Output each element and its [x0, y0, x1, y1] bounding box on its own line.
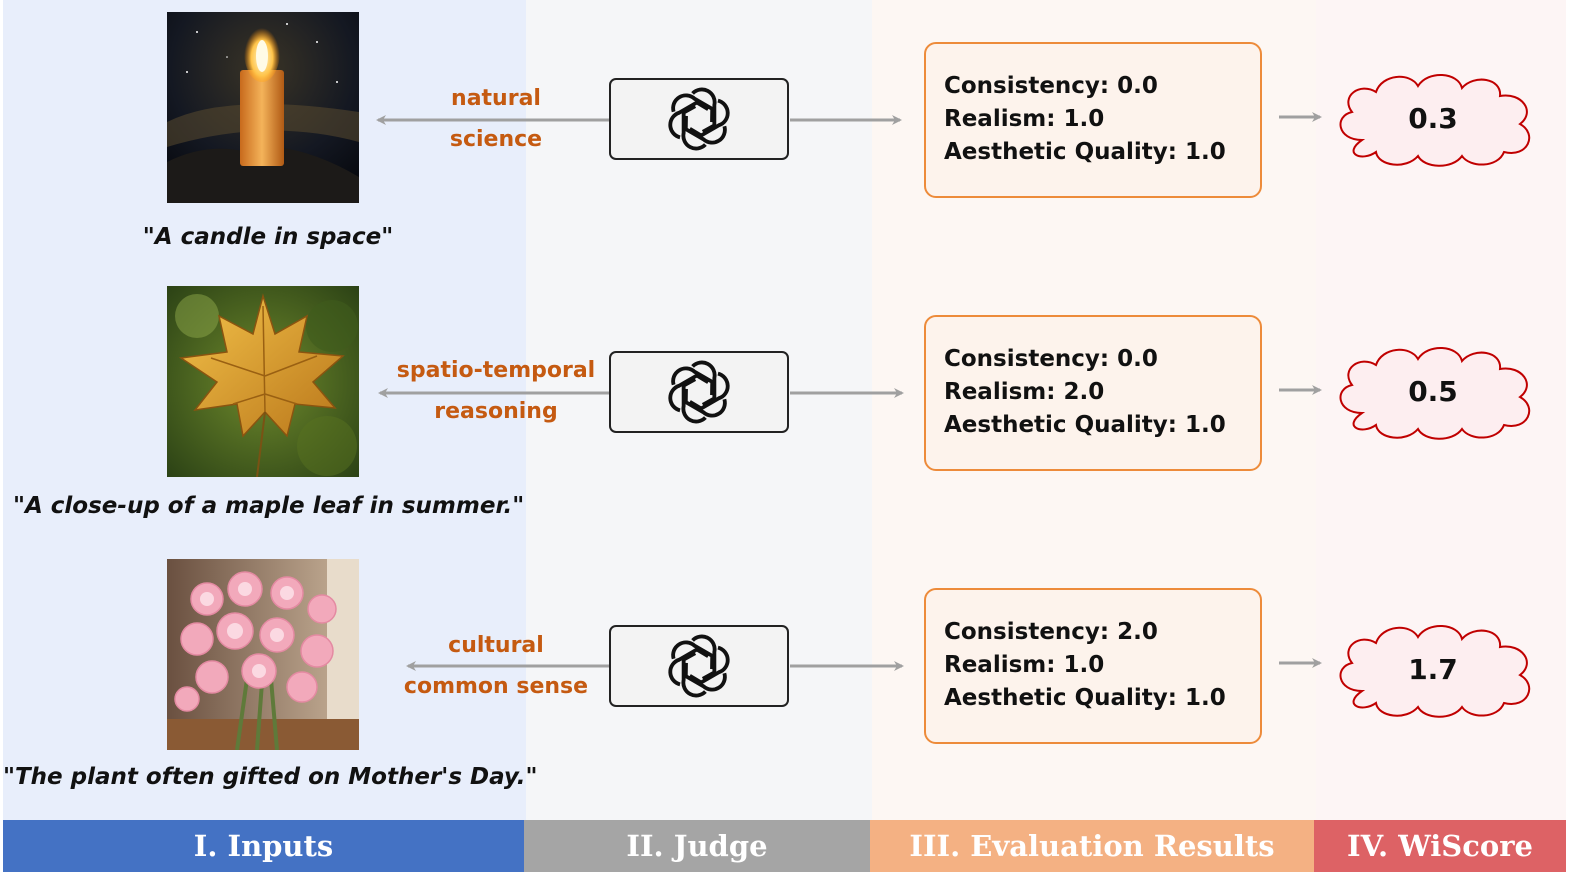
cloud-shape	[1339, 73, 1531, 167]
category-line: common sense	[403, 674, 589, 699]
prompt-caption: "A candle in space"	[142, 224, 394, 250]
judge-box	[609, 78, 789, 160]
openai-logo-icon	[668, 87, 730, 151]
footer-wiscore-label: IV. WiScore	[1314, 820, 1566, 872]
prompt-caption: "A close-up of a maple leaf in summer."	[13, 493, 525, 519]
footer-judge-label: II. Judge	[524, 820, 870, 872]
wiscore-cloud: 1.7	[1332, 619, 1544, 719]
category-line: science	[449, 127, 543, 152]
maple-leaf-image	[167, 286, 359, 477]
evaluation-box: Consistency: 0.0 Realism: 1.0 Aesthetic …	[924, 42, 1262, 198]
footer-evaluation-label: III. Evaluation Results	[870, 820, 1314, 872]
prompt-caption: "The plant often gifted on Mother's Day.…	[3, 764, 538, 790]
realism-score: Realism: 2.0	[944, 379, 1105, 405]
aesthetic-score: Aesthetic Quality: 1.0	[944, 685, 1226, 711]
realism-score: Realism: 1.0	[944, 652, 1105, 678]
wiscore-cloud: 0.3	[1332, 68, 1544, 168]
openai-logo-icon	[668, 360, 730, 424]
footer-inputs-label: I. Inputs	[3, 820, 524, 872]
cloud-shape	[1339, 346, 1531, 440]
aesthetic-score: Aesthetic Quality: 1.0	[944, 412, 1226, 438]
candle-image	[167, 12, 359, 203]
evaluation-box: Consistency: 0.0 Realism: 2.0 Aesthetic …	[924, 315, 1262, 471]
wiscore-value: 0.5	[1408, 374, 1458, 408]
openai-logo-icon	[668, 634, 730, 698]
wiscore-value: 0.3	[1408, 101, 1458, 135]
carnation-image	[167, 559, 359, 750]
wiscore-cloud: 0.5	[1332, 341, 1544, 441]
wiscore-value: 1.7	[1408, 652, 1458, 686]
judge-box	[609, 351, 789, 433]
category-line: reasoning	[434, 399, 558, 424]
consistency-score: Consistency: 0.0	[944, 346, 1158, 372]
category-label: spatio-temporal reasoning	[380, 350, 612, 432]
consistency-score: Consistency: 2.0	[944, 619, 1158, 645]
consistency-score: Consistency: 0.0	[944, 73, 1158, 99]
category-line: cultural	[448, 633, 544, 658]
evaluation-box: Consistency: 2.0 Realism: 1.0 Aesthetic …	[924, 588, 1262, 744]
category-label: natural science	[380, 78, 612, 160]
category-line: natural	[451, 86, 541, 111]
arrows-layer	[376, 112, 1322, 671]
category-line: spatio-temporal	[396, 358, 596, 383]
category-label: cultural common sense	[380, 625, 612, 707]
judge-box	[609, 625, 789, 707]
cloud-shape	[1339, 624, 1531, 718]
aesthetic-score: Aesthetic Quality: 1.0	[944, 139, 1226, 165]
realism-score: Realism: 1.0	[944, 106, 1105, 132]
